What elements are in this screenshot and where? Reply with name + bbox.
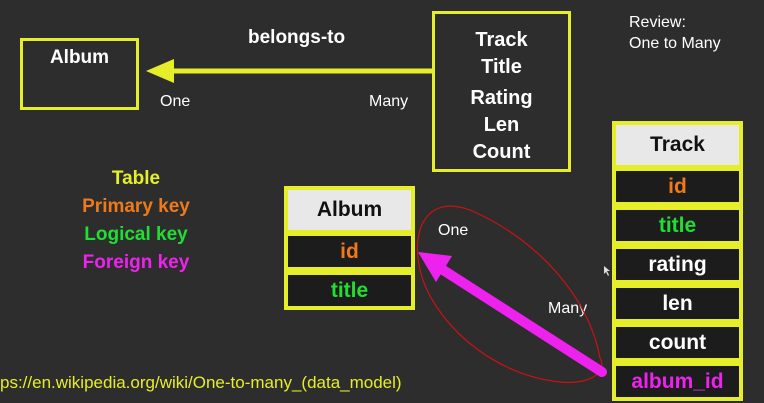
- legend-table: Table: [111, 168, 161, 189]
- top-one-label: One: [160, 93, 191, 110]
- track-entity-box: Track Title Rating Len Count: [432, 11, 571, 172]
- legend-logical-key: Logical key: [84, 224, 188, 245]
- album-id-row: id: [284, 232, 415, 271]
- track-field: Track: [475, 29, 528, 51]
- review-line-1: Review:: [629, 14, 686, 31]
- wikipedia-url-text[interactable]: ps://en.wikipedia.org/wiki/One-to-many_(…: [0, 373, 402, 392]
- red-annotation-loop: [416, 205, 603, 384]
- track-count-row: count: [612, 323, 743, 362]
- mouse-cursor-icon: [604, 266, 610, 276]
- track-field: Title: [481, 56, 522, 78]
- track-field: Len: [483, 114, 520, 136]
- bottom-many-label: Many: [548, 300, 588, 317]
- foreign-key-arrow: [418, 252, 607, 377]
- top-many-label: Many: [369, 93, 409, 110]
- track-field: Rating: [470, 87, 533, 109]
- track-title-row: title: [612, 206, 743, 245]
- review-title: Review: One to Many: [629, 12, 721, 54]
- track-field: Count: [472, 141, 531, 163]
- album-entity-label: Album: [49, 47, 110, 68]
- track-album-id-row: album_id: [612, 362, 743, 401]
- belongs-to-label: belongs-to: [248, 27, 346, 48]
- track-len-row: len: [612, 284, 743, 323]
- legend-foreign-key: Foreign key: [82, 252, 190, 273]
- track-rating-row: rating: [612, 245, 743, 284]
- legend-primary-key: Primary key: [82, 196, 190, 217]
- belongs-to-arrow: [146, 59, 432, 83]
- album-entity-box: Album: [20, 38, 139, 110]
- album-table-header: Album: [284, 186, 415, 232]
- track-table-header: Track: [612, 121, 743, 167]
- track-id-row: id: [612, 167, 743, 206]
- review-line-2: One to Many: [629, 35, 721, 52]
- album-title-row: title: [284, 271, 415, 310]
- track-entity-fields: Track Title Rating Len Count: [435, 14, 568, 166]
- bottom-one-label: One: [438, 222, 469, 239]
